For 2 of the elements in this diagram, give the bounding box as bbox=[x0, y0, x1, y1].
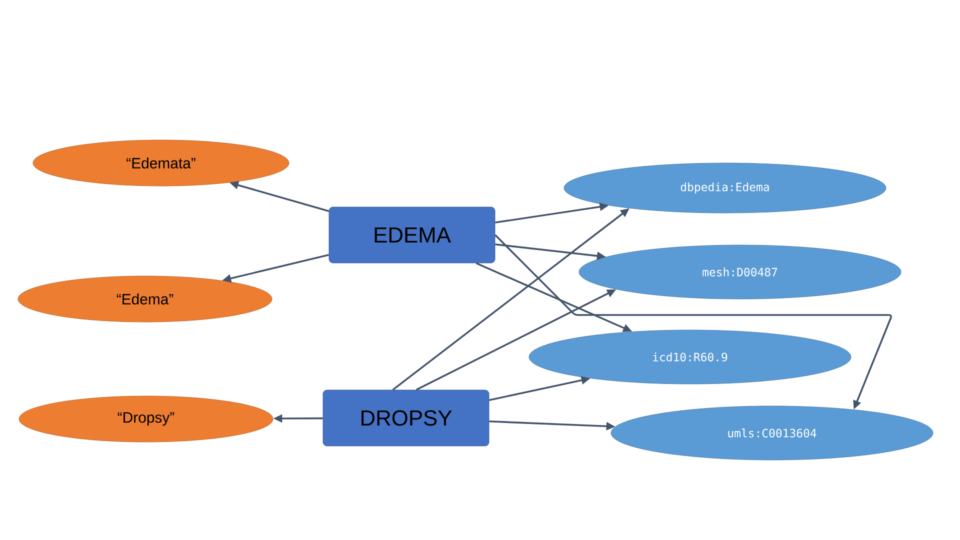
term-box: DROPSY bbox=[322, 390, 490, 446]
term-box: EDEMA bbox=[328, 206, 496, 264]
